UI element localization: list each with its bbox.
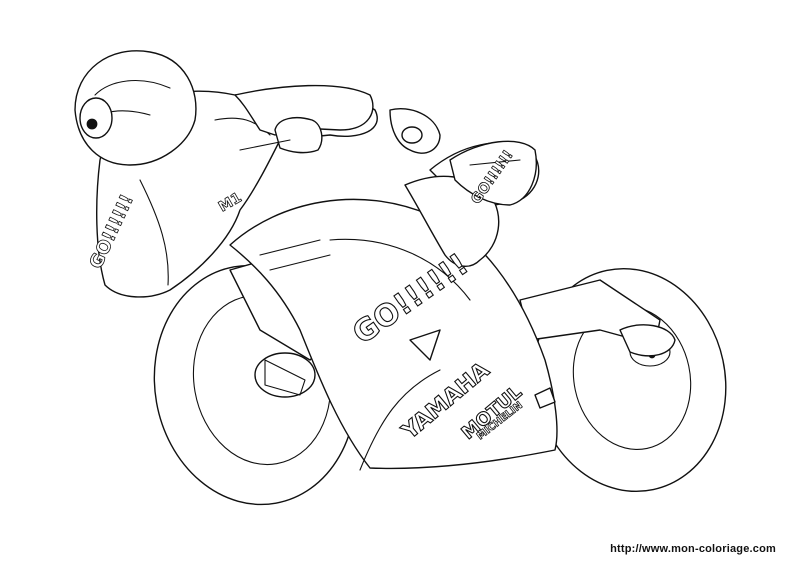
rider-boot <box>449 140 537 206</box>
rider-arm <box>234 84 374 136</box>
site-url: http://www.mon-coloriage.com <box>610 543 776 555</box>
footpeg-detail <box>534 387 556 409</box>
rider-glove <box>274 117 323 154</box>
main-fairing <box>229 198 558 470</box>
exhaust <box>619 324 676 357</box>
helmet <box>74 50 197 166</box>
